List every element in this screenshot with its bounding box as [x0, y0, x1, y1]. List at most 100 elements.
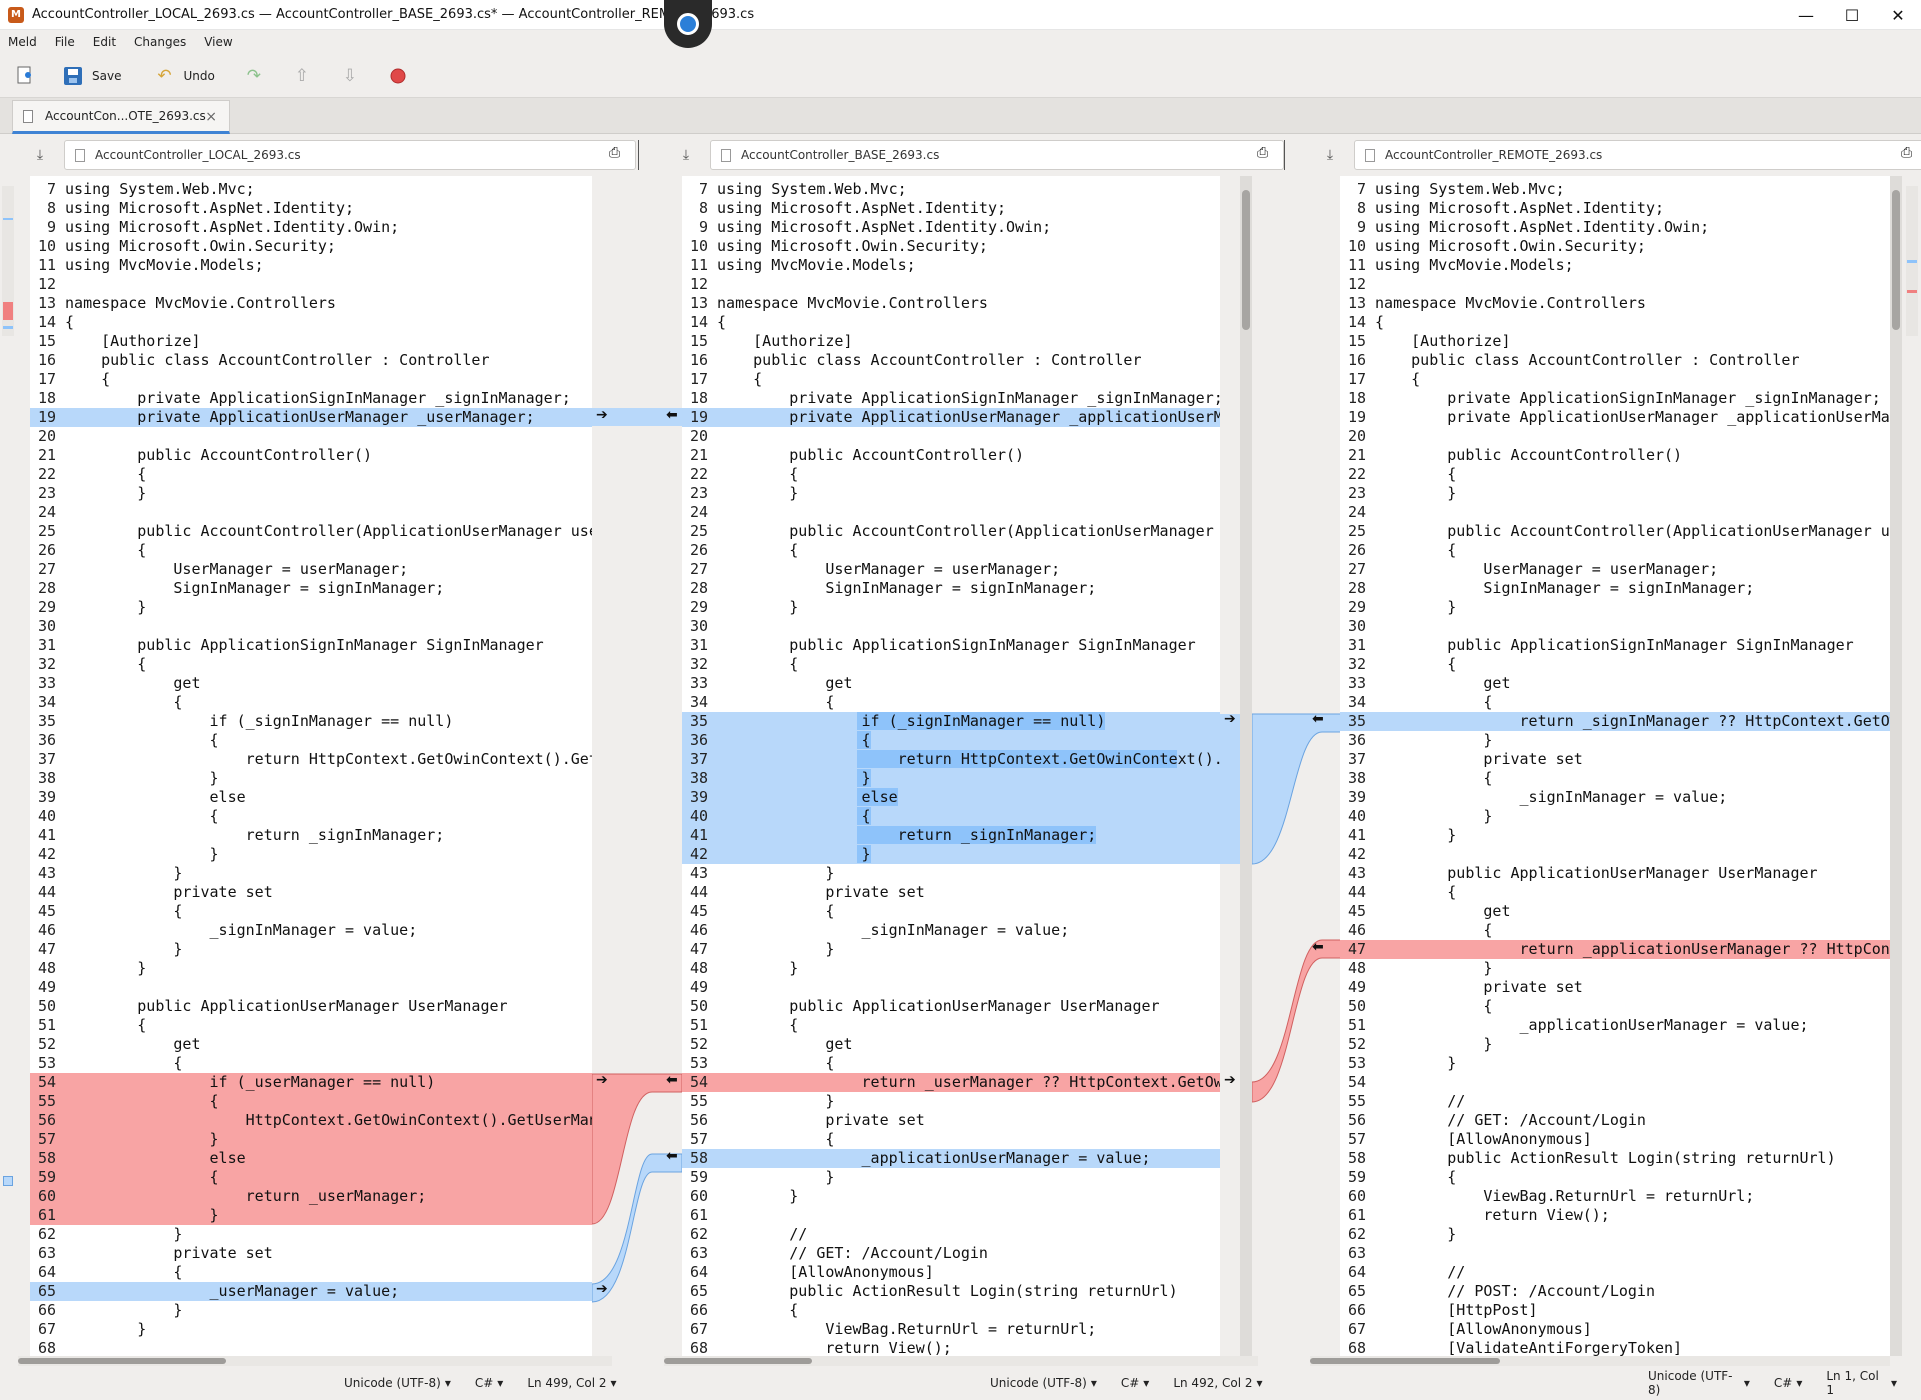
code-line[interactable]: 64 [AllowAnonymous]: [682, 1263, 1220, 1282]
code-line[interactable]: 34 {: [30, 693, 592, 712]
cursor-position[interactable]: Ln 1, Col 1: [1826, 1369, 1879, 1397]
code-line[interactable]: 50 public ApplicationUserManager UserMan…: [682, 997, 1220, 1016]
code-line[interactable]: 26 {: [1340, 541, 1890, 560]
code-line[interactable]: 18 private ApplicationSignInManager _sig…: [682, 389, 1220, 408]
code-line[interactable]: 42: [1340, 845, 1890, 864]
menu-changes[interactable]: Changes: [134, 35, 187, 49]
code-line[interactable]: 55 }: [682, 1092, 1220, 1111]
code-line[interactable]: 54: [1340, 1073, 1890, 1092]
local-horizontal-scrollbar[interactable]: [18, 1356, 612, 1366]
code-line[interactable]: 49: [30, 978, 592, 997]
code-line[interactable]: 33 get: [30, 674, 592, 693]
code-line[interactable]: 53 {: [30, 1054, 592, 1073]
code-line[interactable]: 58 public ActionResult Login(string retu…: [1340, 1149, 1890, 1168]
code-line[interactable]: 17 {: [1340, 370, 1890, 389]
code-line[interactable]: 47 }: [682, 940, 1220, 959]
code-line[interactable]: 57 {: [682, 1130, 1220, 1149]
code-line[interactable]: 32 {: [1340, 655, 1890, 674]
code-line[interactable]: 37 private set: [1340, 750, 1890, 769]
code-line[interactable]: 65 _userManager = value;: [30, 1282, 592, 1301]
language-selector[interactable]: C#: [1773, 1376, 1793, 1390]
code-line[interactable]: 19 private ApplicationUserManager _appli…: [1340, 408, 1890, 427]
encoding-selector[interactable]: Unicode (UTF-8): [344, 1376, 441, 1390]
left-overview-map[interactable]: [2, 186, 14, 336]
code-line[interactable]: 11 using MvcMovie.Models;: [1340, 256, 1890, 275]
save-button[interactable]: Save: [62, 65, 121, 87]
code-line[interactable]: 59 {: [30, 1168, 592, 1187]
code-line[interactable]: 42 }: [30, 845, 592, 864]
code-line[interactable]: 11 using MvcMovie.Models;: [682, 256, 1220, 275]
code-line[interactable]: 32 {: [30, 655, 592, 674]
next-change-button[interactable]: ⇩: [339, 65, 369, 87]
code-line[interactable]: 27 UserManager = userManager;: [30, 560, 592, 579]
code-line[interactable]: 35 if (_signInManager == null): [30, 712, 592, 731]
base-file-entry[interactable]: AccountController_BASE_2693.cs ⎙: [710, 140, 1284, 170]
code-line[interactable]: 13 namespace MvcMovie.Controllers: [1340, 294, 1890, 313]
code-line[interactable]: 41 }: [1340, 826, 1890, 845]
code-line[interactable]: 41 return _signInManager;: [682, 826, 1220, 845]
code-line[interactable]: 65 public ActionResult Login(string retu…: [682, 1282, 1220, 1301]
code-line[interactable]: 35 if (_signInManager == null): [682, 712, 1220, 731]
language-selector[interactable]: C#: [1120, 1376, 1140, 1390]
code-line[interactable]: 17 {: [30, 370, 592, 389]
encoding-selector[interactable]: Unicode (UTF-8): [1648, 1369, 1733, 1397]
code-line[interactable]: 49 private set: [1340, 978, 1890, 997]
arrow-right-icon[interactable]: ➔: [1224, 711, 1236, 727]
code-line[interactable]: 34 {: [682, 693, 1220, 712]
code-line[interactable]: 63 // GET: /Account/Login: [682, 1244, 1220, 1263]
download-icon[interactable]: ⤓: [682, 147, 690, 163]
code-line[interactable]: 24: [30, 503, 592, 522]
code-line[interactable]: 43 }: [682, 864, 1220, 883]
code-line[interactable]: 48 }: [30, 959, 592, 978]
code-line[interactable]: 61 }: [30, 1206, 592, 1225]
code-line[interactable]: 68 return View();: [682, 1339, 1220, 1356]
code-line[interactable]: 13 namespace MvcMovie.Controllers: [30, 294, 592, 313]
scrollbar-thumb[interactable]: [18, 1358, 226, 1364]
code-line[interactable]: 59 {: [1340, 1168, 1890, 1187]
code-line[interactable]: 39 else: [682, 788, 1220, 807]
arrow-left-icon[interactable]: ⬅: [1312, 939, 1324, 955]
code-line[interactable]: 58 else: [30, 1149, 592, 1168]
code-line[interactable]: 19 private ApplicationUserManager _userM…: [30, 408, 592, 427]
code-line[interactable]: 16 public class AccountController : Cont…: [30, 351, 592, 370]
code-line[interactable]: 20: [1340, 427, 1890, 446]
code-line[interactable]: 50 {: [1340, 997, 1890, 1016]
code-line[interactable]: 51 _applicationUserManager = value;: [1340, 1016, 1890, 1035]
cursor-position[interactable]: Ln 499, Col 2: [527, 1376, 607, 1390]
code-line[interactable]: 12: [30, 275, 592, 294]
local-code-pane[interactable]: 7 using System.Web.Mvc;8 using Microsoft…: [30, 176, 592, 1356]
code-line[interactable]: 31 public ApplicationSignInManager SignI…: [682, 636, 1220, 655]
code-line[interactable]: 14 {: [1340, 313, 1890, 332]
code-line[interactable]: 19 private ApplicationUserManager _appli…: [682, 408, 1220, 427]
code-line[interactable]: 50 public ApplicationUserManager UserMan…: [30, 997, 592, 1016]
code-line[interactable]: 7 using System.Web.Mvc;: [682, 180, 1220, 199]
remote-session-badge[interactable]: [664, 0, 712, 48]
code-line[interactable]: 36 {: [682, 731, 1220, 750]
cursor-position[interactable]: Ln 492, Col 2: [1173, 1376, 1253, 1390]
code-line[interactable]: 15 [Authorize]: [682, 332, 1220, 351]
code-line[interactable]: 46 _signInManager = value;: [30, 921, 592, 940]
menu-edit[interactable]: Edit: [92, 35, 117, 49]
code-line[interactable]: 31 public ApplicationSignInManager SignI…: [30, 636, 592, 655]
code-line[interactable]: 43 }: [30, 864, 592, 883]
code-line[interactable]: 20: [682, 427, 1220, 446]
code-line[interactable]: 18 private ApplicationSignInManager _sig…: [1340, 389, 1890, 408]
arrow-right-icon[interactable]: ➔: [596, 1281, 608, 1297]
menu-meld[interactable]: Meld: [8, 35, 37, 49]
code-line[interactable]: 20: [30, 427, 592, 446]
code-line[interactable]: 68 [ValidateAntiForgeryToken]: [1340, 1339, 1890, 1356]
code-line[interactable]: 66 }: [30, 1301, 592, 1320]
code-line[interactable]: 25 public AccountController(ApplicationU…: [682, 522, 1220, 541]
code-line[interactable]: 44 {: [1340, 883, 1890, 902]
menu-view[interactable]: View: [204, 35, 233, 49]
arrow-right-icon[interactable]: ➔: [596, 407, 608, 423]
code-line[interactable]: 36 }: [1340, 731, 1890, 750]
code-line[interactable]: 21 public AccountController(): [682, 446, 1220, 465]
code-line[interactable]: 67 ViewBag.ReturnUrl = returnUrl;: [682, 1320, 1220, 1339]
code-line[interactable]: 25 public AccountController(ApplicationU…: [30, 522, 592, 541]
redo-button[interactable]: ↷: [243, 65, 273, 87]
code-line[interactable]: 45 {: [682, 902, 1220, 921]
code-line[interactable]: 26 {: [682, 541, 1220, 560]
minimize-button[interactable]: —: [1798, 5, 1814, 25]
code-line[interactable]: 14 {: [30, 313, 592, 332]
